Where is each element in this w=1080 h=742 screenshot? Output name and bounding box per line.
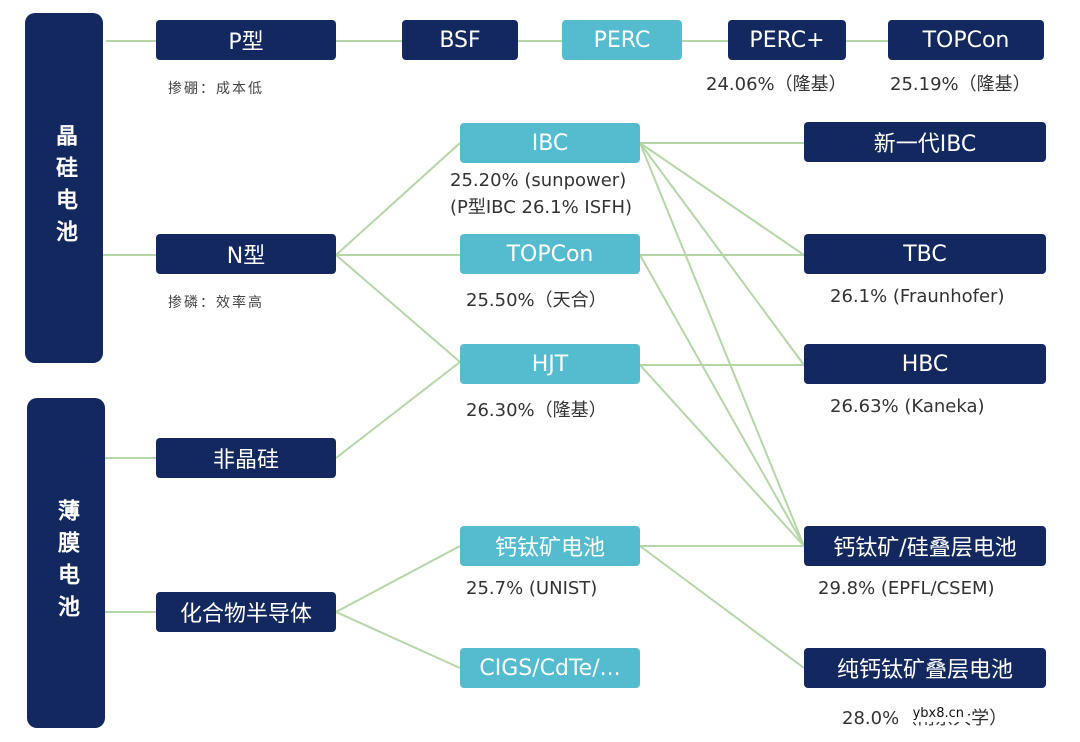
node-ibc: IBC <box>460 123 640 163</box>
node-hbc: HBC <box>804 344 1046 384</box>
node-perc-plus: PERC+ <box>728 20 846 60</box>
node-tbc: TBC <box>804 234 1046 274</box>
group-crystalline-silicon: 晶硅电池 <box>25 13 103 363</box>
group-thin-film: 薄膜电池 <box>27 398 105 728</box>
efficiency-hbc: 26.63% (Kaneka) <box>830 396 985 417</box>
efficiency-perovskite-silicon: 29.8% (EPFL/CSEM) <box>818 578 995 599</box>
node-topcon-n: TOPCon <box>460 234 640 274</box>
node-perovskite-silicon-tandem: 钙钛矿/硅叠层电池 <box>804 526 1046 566</box>
node-amorphous-silicon: 非晶硅 <box>156 438 336 478</box>
node-new-ibc: 新一代IBC <box>804 122 1046 162</box>
node-p-type: P型 <box>156 20 336 60</box>
efficiency-perc-plus: 24.06%（隆基） <box>706 74 847 95</box>
node-n-type: N型 <box>156 234 336 274</box>
watermark: ybx8.cn <box>908 705 968 722</box>
efficiency-tbc: 26.1% (Fraunhofer) <box>830 286 1005 307</box>
efficiency-ibc-2: (P型IBC 26.1% ISFH) <box>450 197 633 218</box>
efficiency-hjt: 26.30%（隆基） <box>466 400 607 421</box>
note-n-type: 掺磷：效率高 <box>168 295 264 311</box>
efficiency-ibc-1: 25.20% (sunpower) <box>450 170 627 191</box>
node-perovskite: 钙钛矿电池 <box>460 526 640 566</box>
node-hjt: HJT <box>460 344 640 384</box>
efficiency-perovskite: 25.7% (UNIST) <box>466 578 598 599</box>
efficiency-topcon-p: 25.19%（隆基） <box>890 74 1031 95</box>
efficiency-topcon-n: 25.50%（天合） <box>466 290 607 311</box>
node-perc: PERC <box>562 20 682 60</box>
node-topcon-p: TOPCon <box>888 20 1044 60</box>
node-bsf: BSF <box>402 20 518 60</box>
node-compound-semiconductor: 化合物半导体 <box>156 592 336 632</box>
node-all-perovskite-tandem: 纯钙钛矿叠层电池 <box>804 648 1046 688</box>
note-p-type: 掺硼：成本低 <box>168 81 264 97</box>
node-cigs-cdte: CIGS/CdTe/... <box>460 648 640 688</box>
